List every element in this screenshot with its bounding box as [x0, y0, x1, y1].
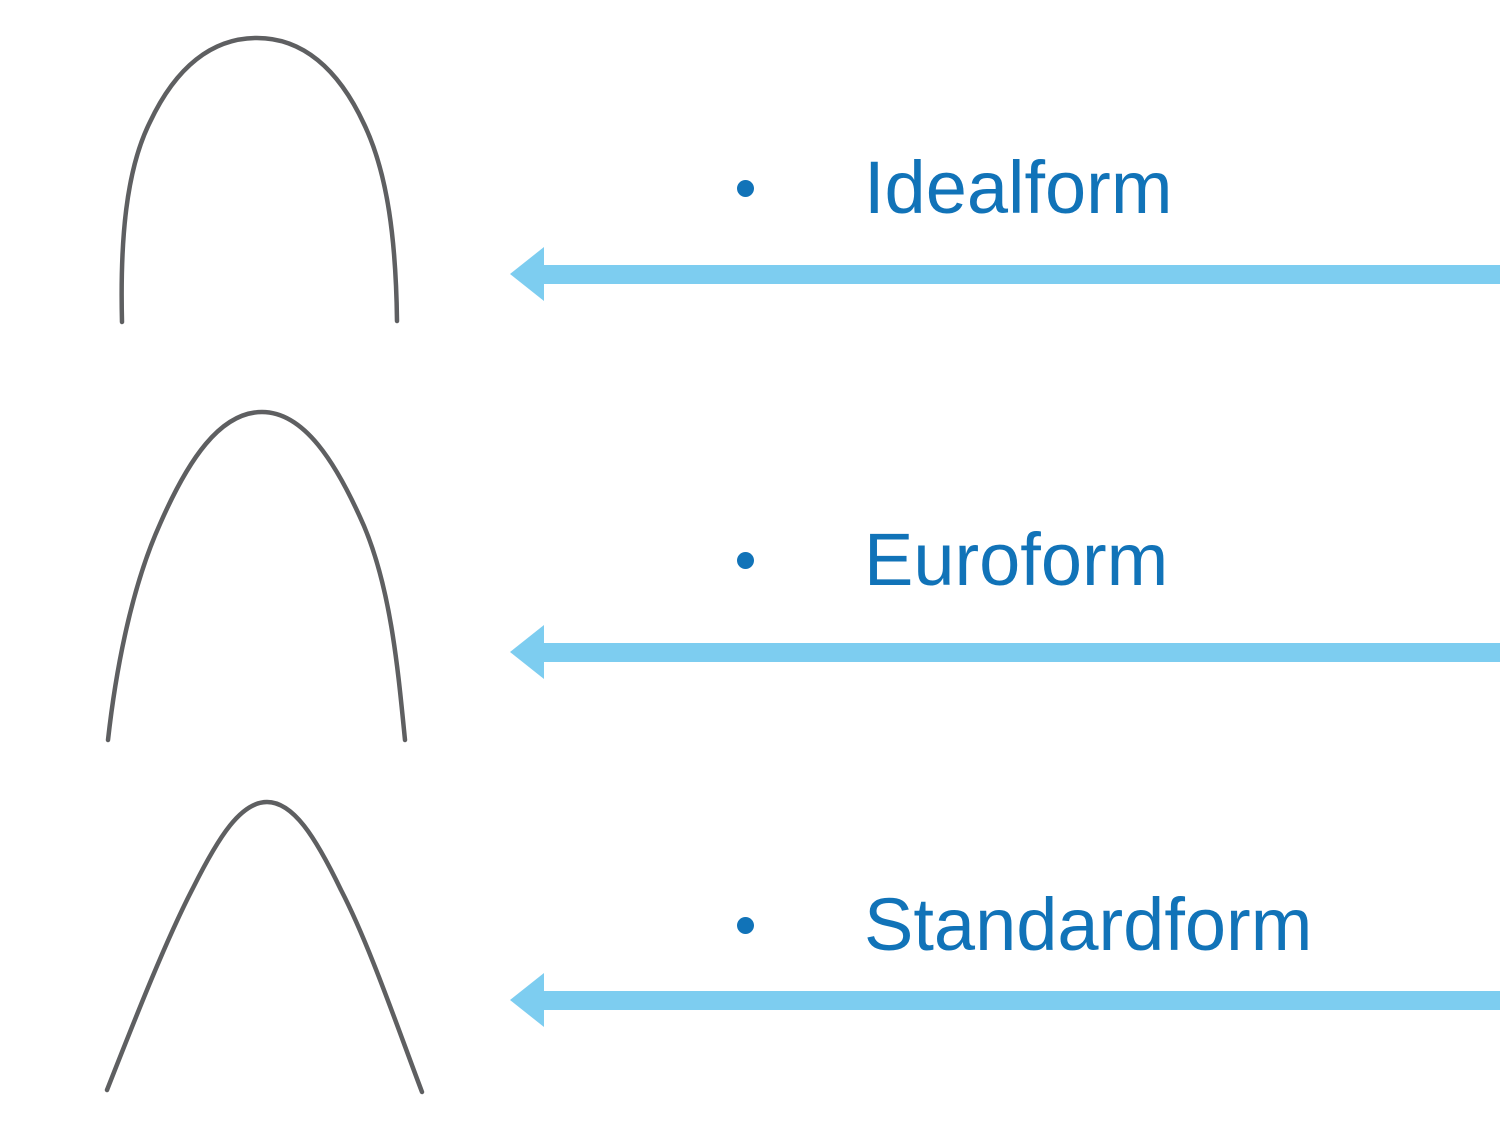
bullet-icon: [737, 551, 754, 569]
bullet-icon: [737, 179, 754, 197]
arrowhead-icon: [510, 625, 544, 679]
bullet-icon: [737, 916, 754, 934]
arrowhead-icon: [510, 247, 544, 301]
left-arrow-icon: [510, 247, 1500, 301]
idealform-label: Idealform: [864, 146, 1173, 229]
list-item-standardform: Standardform: [737, 880, 1312, 970]
arrow-shaft: [544, 264, 1500, 284]
list-item-euroform: Euroform: [737, 515, 1168, 605]
left-arrow-icon: [510, 625, 1500, 679]
standardform-label: Standardform: [864, 883, 1313, 966]
standardform-archwire-icon: [95, 792, 435, 1100]
euroform-label: Euroform: [864, 518, 1169, 601]
arrow-shaft: [544, 642, 1500, 662]
left-arrow-icon: [510, 973, 1500, 1027]
euroform-archwire-icon: [98, 400, 413, 748]
idealform-archwire-icon: [112, 30, 412, 330]
arrow-shaft: [544, 990, 1500, 1010]
arrowhead-icon: [510, 973, 544, 1027]
list-item-idealform: Idealform: [737, 143, 1172, 233]
